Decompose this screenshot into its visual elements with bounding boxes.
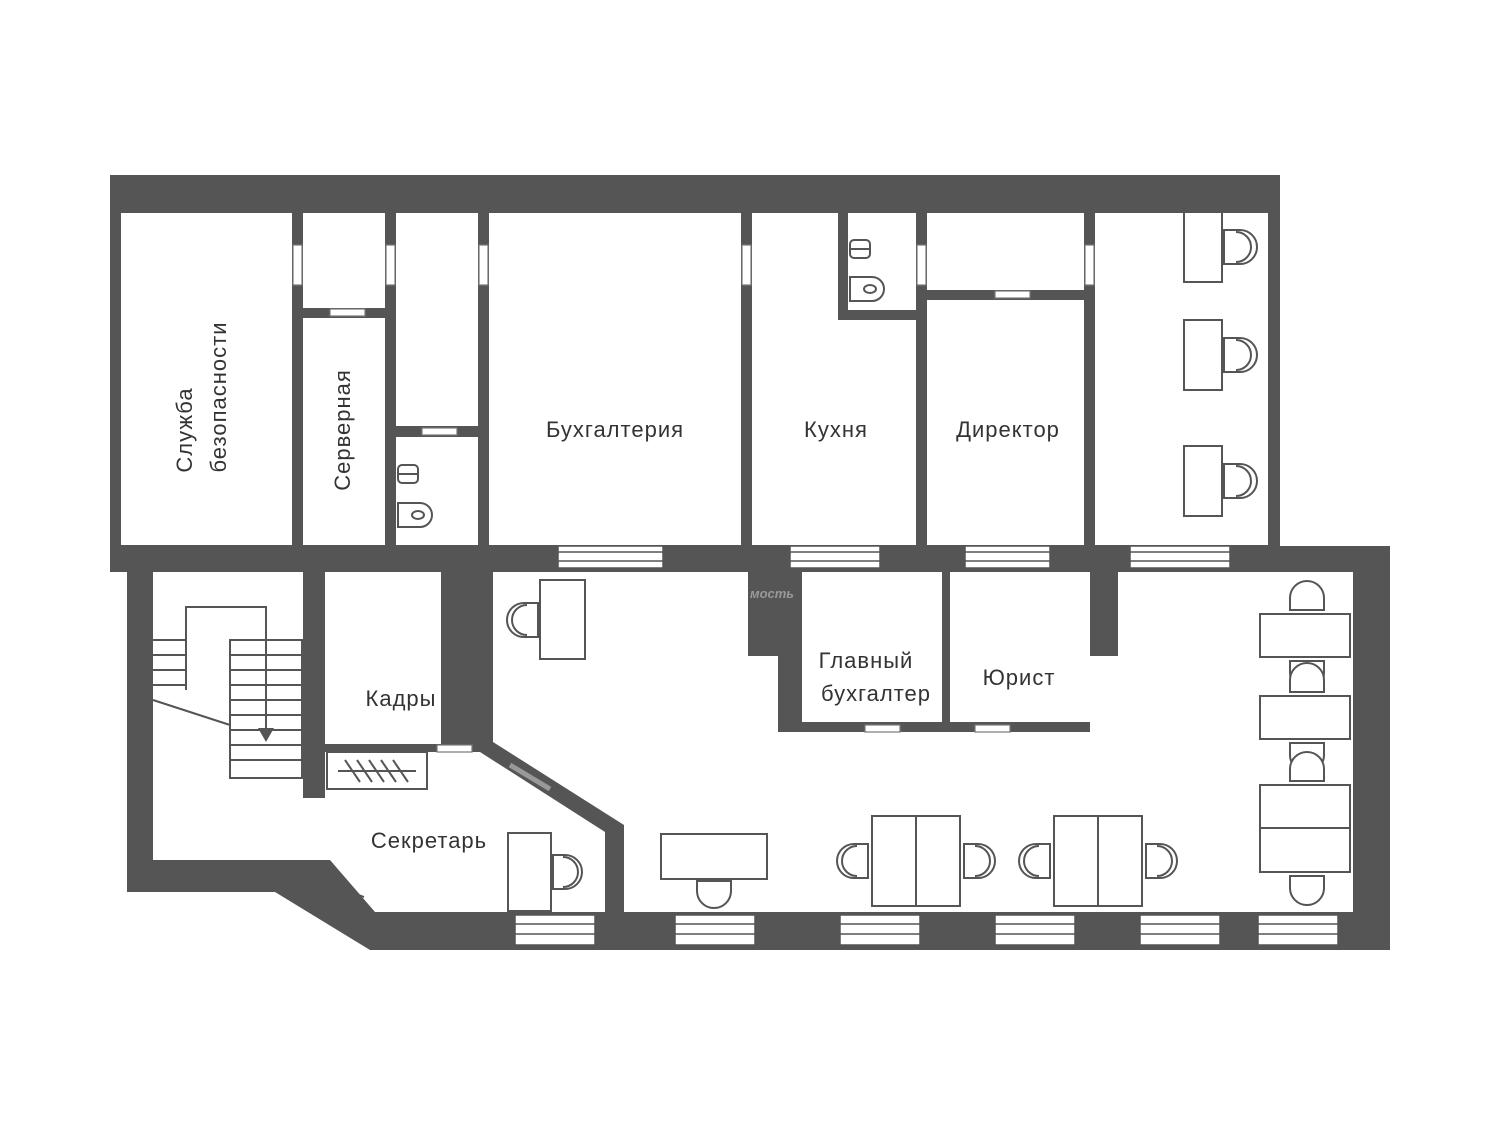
room-hr xyxy=(325,572,441,744)
room-small-1 xyxy=(303,213,385,308)
room-label-security-line2: безопасности xyxy=(206,321,231,472)
room-accounting xyxy=(489,213,741,545)
stair-arrow-icon xyxy=(258,728,274,742)
room-lobby xyxy=(153,752,605,912)
entrance-steps xyxy=(315,881,374,921)
windows xyxy=(514,545,1339,946)
workstation xyxy=(506,579,586,660)
pillar-2 xyxy=(748,572,802,656)
toilet-icon xyxy=(849,239,885,302)
staircase xyxy=(152,606,303,779)
room-label-accounting: Бухгалтерия xyxy=(546,417,684,442)
room-label-kitchen: Кухня xyxy=(804,417,868,442)
workstation xyxy=(1183,319,1258,391)
workstation xyxy=(1183,445,1258,517)
room-storage xyxy=(927,213,1084,290)
room-label-director: Директор xyxy=(956,417,1060,442)
room-label-secretary: Секретарь xyxy=(371,828,487,853)
pillar-3 xyxy=(1090,572,1118,656)
pillar-1 xyxy=(441,572,488,654)
room-label-chief-accountant-line2: бухгалтер xyxy=(821,681,931,706)
watermark-text: мость xyxy=(750,586,794,601)
room-label-server: Серверная xyxy=(330,369,355,491)
workstation xyxy=(660,833,768,909)
workstation-column xyxy=(1259,580,1351,906)
room-lawyer xyxy=(950,572,1090,722)
toilet-icon xyxy=(397,464,433,528)
room-server xyxy=(303,318,385,545)
workstation xyxy=(1183,211,1258,283)
workstation-pair xyxy=(836,815,996,907)
workstation xyxy=(507,832,583,912)
room-label-security-line1: Служба xyxy=(172,387,197,472)
doors xyxy=(292,244,1095,792)
room-label-hr: Кадры xyxy=(366,686,437,711)
room-label-chief-accountant-line1: Главный xyxy=(819,648,914,673)
cabinet-hatch-icon xyxy=(338,759,416,783)
room-wc-1 xyxy=(396,437,478,545)
room-security xyxy=(121,213,292,545)
workstation-pair xyxy=(1018,815,1178,907)
room-corridor-a xyxy=(396,213,478,426)
room-label-lawyer: Юрист xyxy=(983,665,1056,690)
room-director xyxy=(927,300,1084,545)
room-chief-accountant xyxy=(802,572,942,722)
